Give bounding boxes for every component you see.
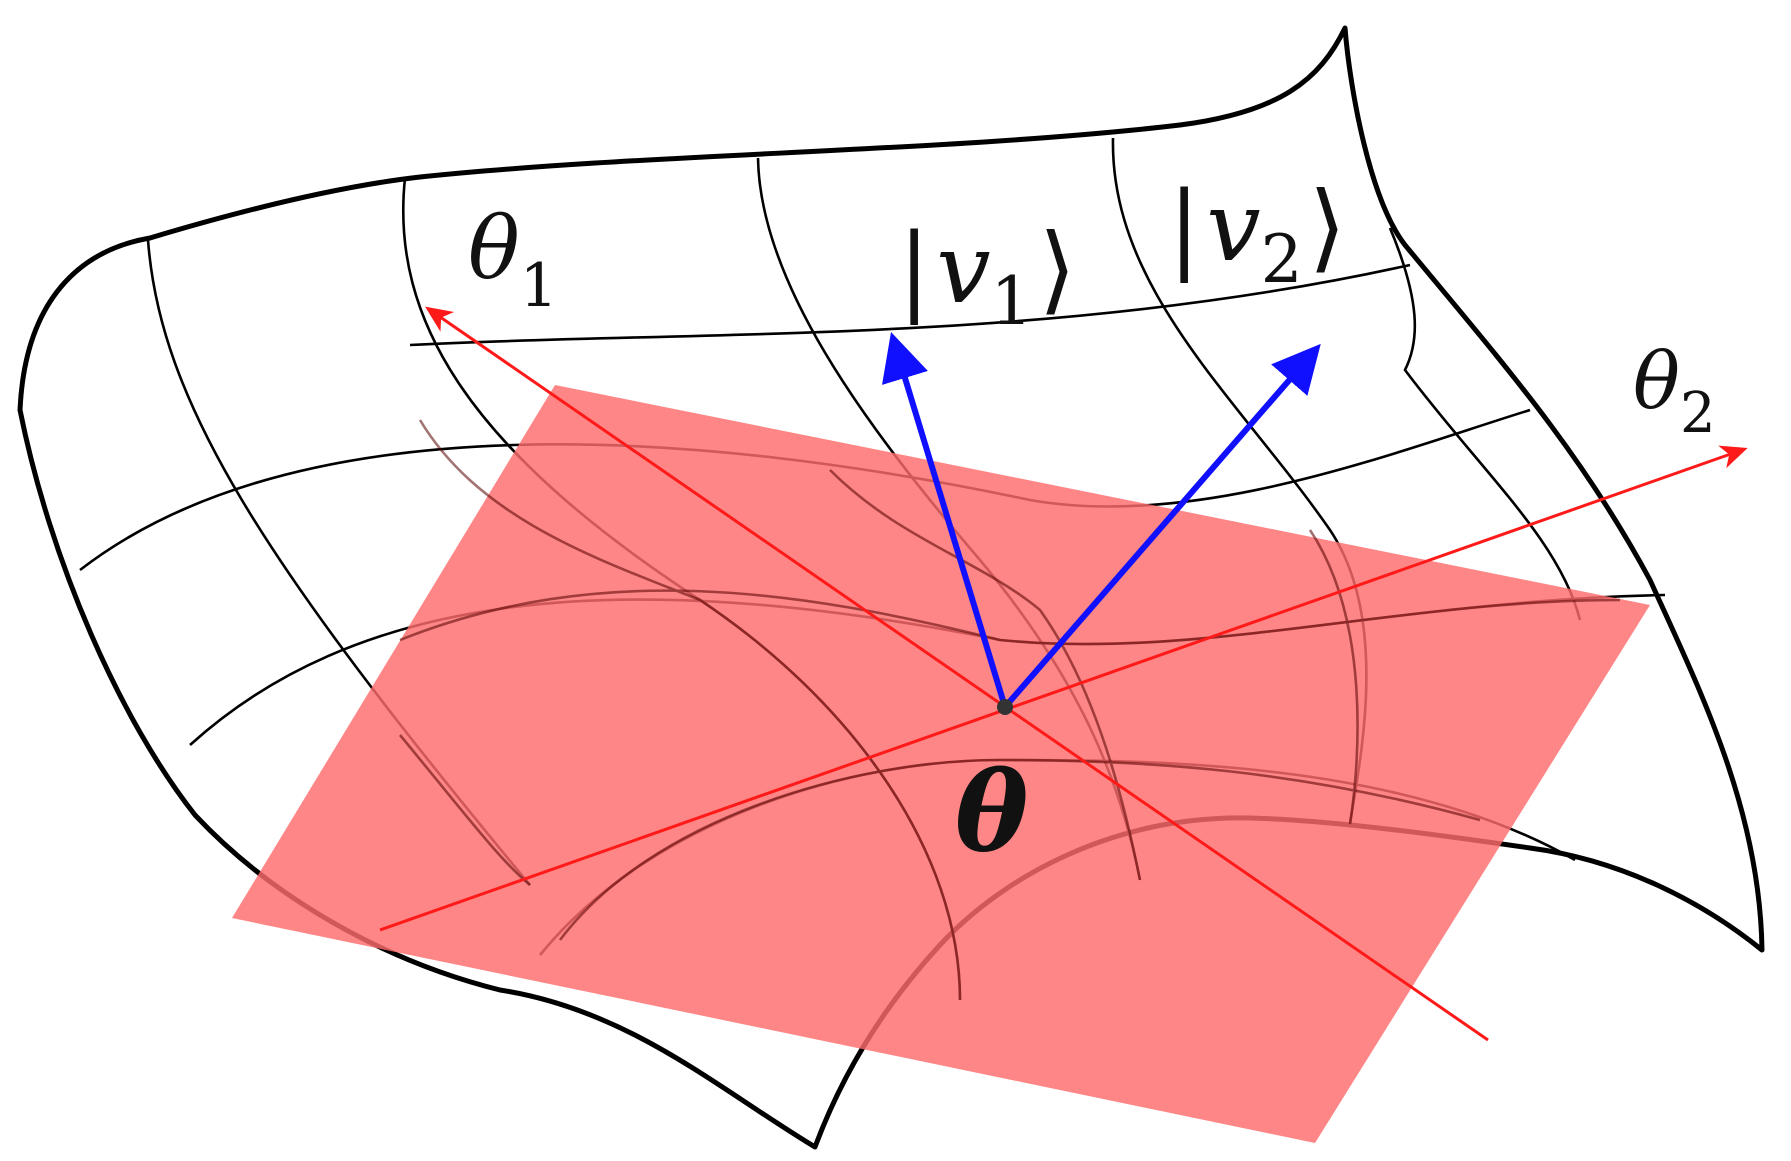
grid-line (409, 263, 1411, 347)
v1-vector (882, 332, 1008, 708)
v2-ket-label: |v2⟩ (1168, 171, 1346, 298)
v1-ket-label: |v1⟩ (898, 213, 1076, 340)
theta1-axis (425, 306, 1489, 1042)
theta2-label: θ2 (1633, 337, 1716, 446)
theta1-label: θ1 (468, 199, 558, 321)
grid-line (1388, 227, 1582, 621)
theta-point (997, 699, 1013, 715)
theta2-axis (379, 445, 1748, 932)
v2-vector (1002, 343, 1321, 709)
theta-point-label: θ (955, 747, 1028, 876)
surface-lines-through-plane (398, 419, 1621, 1001)
